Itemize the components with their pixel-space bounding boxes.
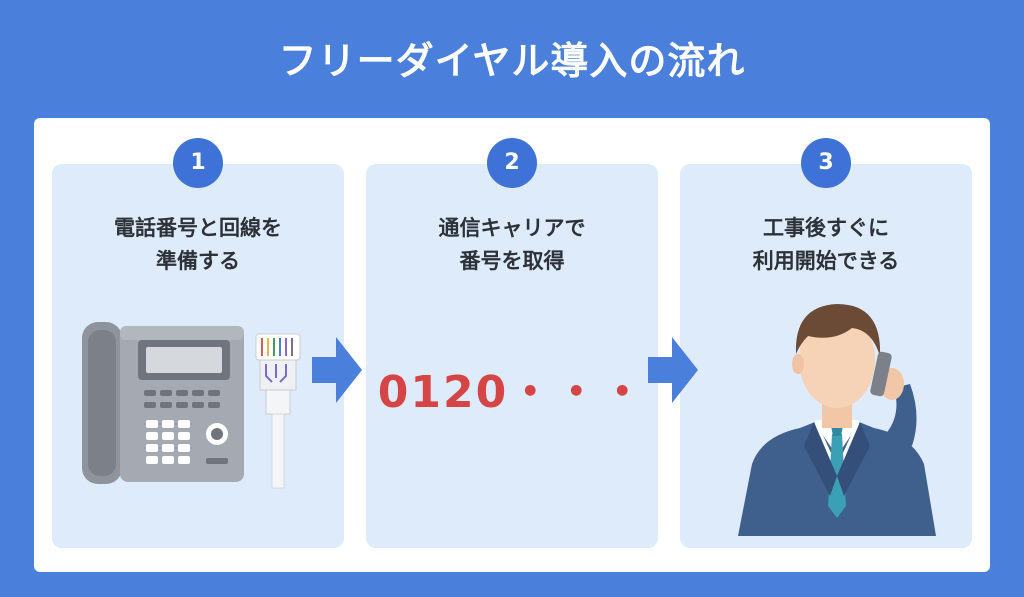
step-label-3: 工事後すぐに 利用開始できる — [680, 212, 972, 278]
page-title: フリーダイヤル導入の流れ — [278, 39, 746, 83]
step-label-1-line-2: 準備する — [156, 249, 240, 273]
desk-phone-illustration — [82, 322, 301, 489]
step-label-2: 通信キャリアで 番号を取得 — [366, 212, 658, 278]
step-card-2 — [366, 164, 658, 548]
step-label-2-line-1: 通信キャリアで — [438, 216, 586, 240]
step-label-1-line-1: 電話番号と回線を — [114, 216, 282, 240]
right-arrow-icon — [312, 337, 362, 403]
step-number-badge-2: 2 — [487, 138, 537, 188]
businessman-on-phone-illustration — [738, 304, 936, 536]
step-label-2-line-2: 番号を取得 — [459, 249, 565, 273]
step-number-badge-3: 3 — [801, 138, 851, 188]
right-arrow-icon — [648, 337, 698, 403]
step-label-1: 電話番号と回線を 準備する — [52, 212, 344, 278]
step-label-3-line-1: 工事後すぐに — [763, 216, 889, 240]
step-number-badge-1: 1 — [173, 138, 223, 188]
free-dial-number: 0120・・・ — [377, 367, 647, 418]
step-label-3-line-2: 利用開始できる — [752, 249, 900, 273]
